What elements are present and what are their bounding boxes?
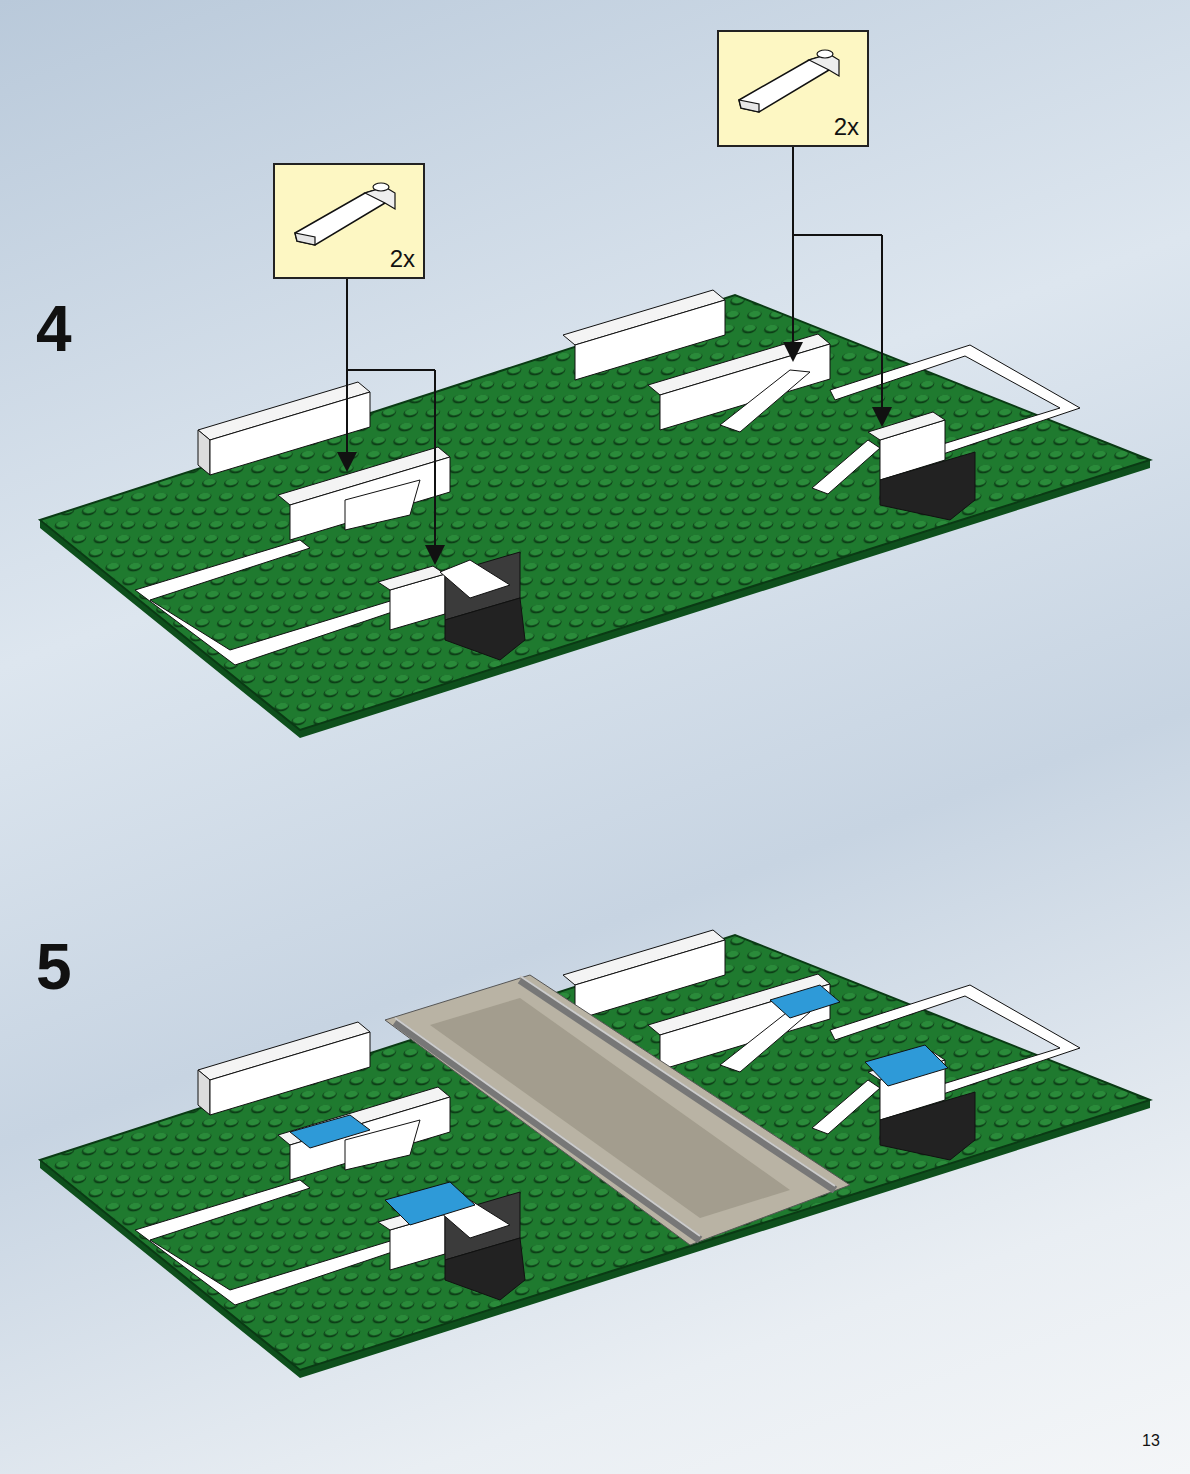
part-callout: 2x xyxy=(717,30,869,147)
quantity-label: 2x xyxy=(834,113,859,141)
part-icon xyxy=(729,40,859,120)
part-callout: 2x xyxy=(273,163,425,279)
step-number: 4 xyxy=(36,292,72,366)
page-number: 13 xyxy=(1142,1432,1160,1450)
part-icon xyxy=(285,173,415,253)
step-number: 5 xyxy=(36,930,72,1004)
quantity-label: 2x xyxy=(390,245,415,273)
